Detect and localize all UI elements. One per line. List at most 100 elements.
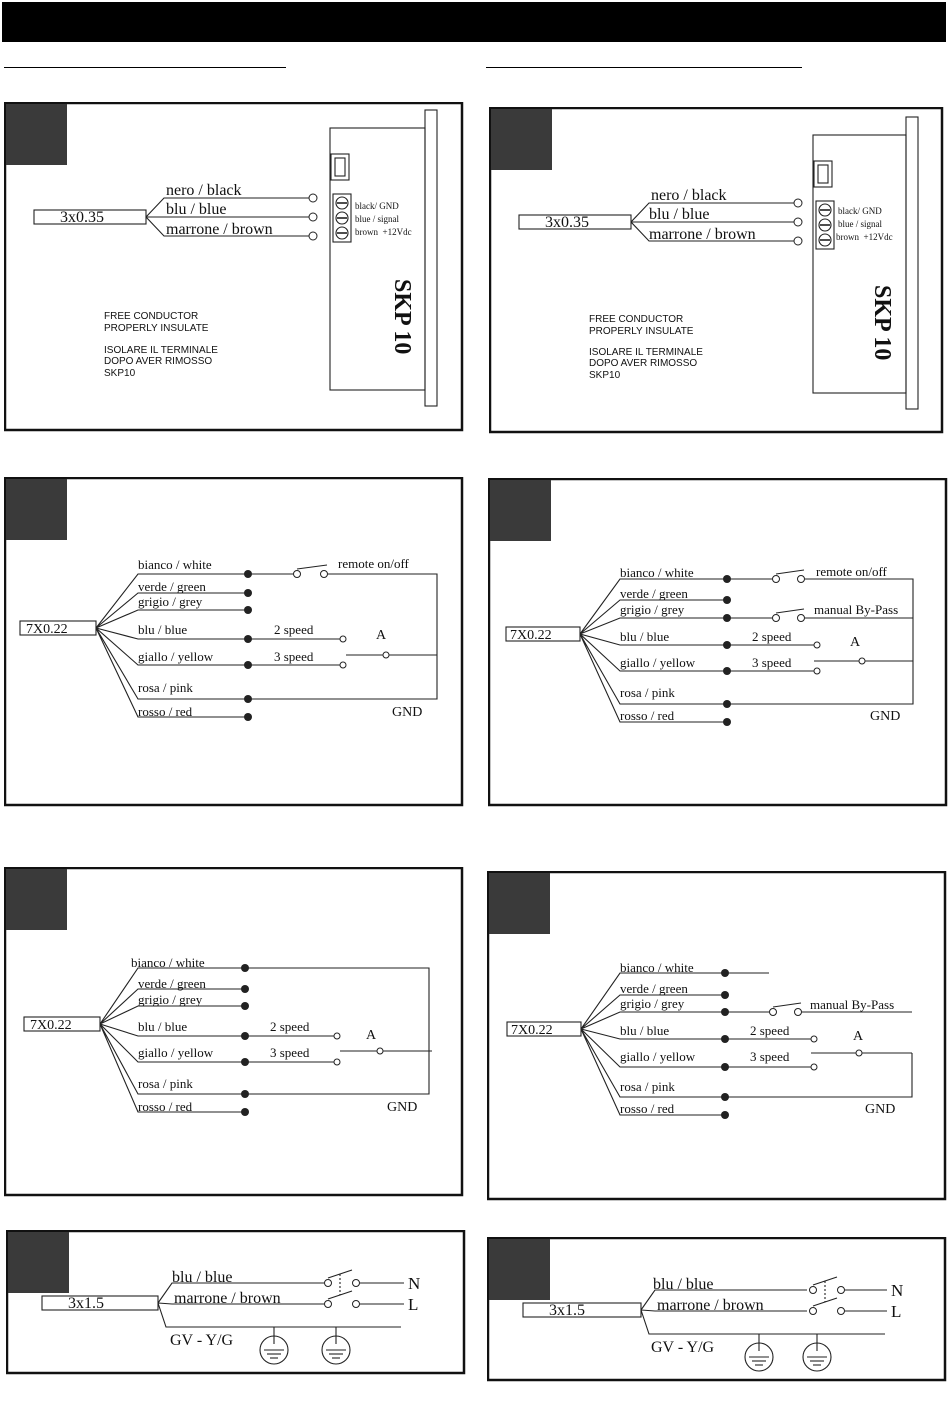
- terminal-circle: [813, 667, 821, 675]
- note-it-line-1: ISOLARE IL TERMINALE: [589, 347, 703, 358]
- double-pole-switch: [809, 1276, 887, 1315]
- seven-wire-remote-panel-right: 7X0.22 bianco / white verde / green grig…: [488, 478, 948, 808]
- wire-grey-label: grigio / grey: [138, 992, 203, 1007]
- a-label: A: [853, 1029, 864, 1044]
- earth-icon: [259, 1335, 289, 1365]
- screw-icon: [818, 203, 832, 217]
- terminal-a: [382, 651, 390, 659]
- terminal-circle: [308, 212, 318, 222]
- wire-dot: [723, 575, 731, 726]
- terminal-a: [855, 1049, 863, 1057]
- terminal-circle: [339, 661, 347, 669]
- neutral-label: N: [891, 1281, 903, 1300]
- note-it-line-3: SKP10: [104, 368, 136, 379]
- wire-white-label: bianco / white: [138, 557, 212, 572]
- cable-label: 3x1.5: [68, 1295, 104, 1312]
- terminal-circle: [793, 217, 803, 227]
- wire-red-label: rosso / red: [620, 1101, 675, 1116]
- panel-tab: [491, 109, 552, 170]
- wire-white-label: bianco / white: [620, 960, 694, 975]
- a-label: A: [366, 1028, 377, 1043]
- wire-blue-label: blu / blue: [620, 1023, 669, 1038]
- seven-wire-bypass-panel-right: 7X0.22 bianco / white verde / green grig…: [487, 871, 947, 1201]
- panel-tab: [490, 480, 551, 541]
- wire-blue-label: blu / blue: [620, 629, 669, 644]
- white-to-gnd-wire: [245, 967, 430, 1095]
- terminal-circle: [333, 1032, 341, 1040]
- cable-label: 7X0.22: [510, 628, 552, 643]
- panel-tab: [6, 479, 67, 540]
- power-panel-right: 3x1.5 blu / blue marrone / brown GV - Y/…: [487, 1237, 947, 1382]
- earth-icon: [321, 1335, 351, 1365]
- speed3-label: 3 speed: [270, 1045, 310, 1060]
- wire-brown-label: marrone / brown: [174, 1290, 281, 1307]
- panel-tab: [6, 104, 67, 165]
- note-it-line-2: DOPO AVER RIMOSSO: [589, 358, 697, 369]
- remote-switch: [727, 569, 914, 705]
- left-heading-rule: [4, 67, 286, 68]
- terminal-block: [815, 200, 835, 250]
- screw-icon: [335, 226, 349, 240]
- speed2-label: 2 speed: [270, 1019, 310, 1034]
- bypass-switch: [727, 608, 913, 622]
- note-it-line-2: DOPO AVER RIMOSSO: [104, 356, 212, 367]
- wire-brown-label: marrone / brown: [649, 226, 756, 243]
- terminal-circle: [793, 198, 803, 208]
- gnd-label: GND: [865, 1102, 895, 1117]
- line-label: L: [891, 1302, 901, 1321]
- wire-yellow-label: giallo / yellow: [620, 1049, 696, 1064]
- terminal-circle: [813, 641, 821, 649]
- speed3-label: 3 speed: [750, 1049, 790, 1064]
- gnd-label: GND: [392, 705, 422, 720]
- wire-black-label: nero / black: [166, 182, 242, 199]
- terminal-circle: [308, 193, 318, 203]
- header-bar: [2, 2, 946, 42]
- wire-earth-label: GV - Y/G: [651, 1339, 715, 1356]
- wire-white-label: bianco / white: [131, 955, 205, 970]
- note-en-line-2: PROPERLY INSULATE: [589, 326, 694, 337]
- screw-icon: [818, 218, 832, 232]
- wire-yellow-label: giallo / yellow: [620, 655, 696, 670]
- a-label: A: [376, 628, 387, 643]
- wire-blue-label: blu / blue: [138, 622, 187, 637]
- device-flange: [424, 109, 438, 407]
- wire-pink-label: rosa / pink: [620, 1079, 675, 1094]
- gnd-label: GND: [387, 1100, 417, 1115]
- earth-icon: [744, 1342, 774, 1372]
- seven-wire-remote-panel-left: 7X0.22 bianco / white verde / green grig…: [4, 477, 464, 807]
- screw-icon: [335, 211, 349, 225]
- terminal-circle: [810, 1063, 818, 1071]
- wire-red-label: rosso / red: [138, 1099, 193, 1114]
- screw-icon: [335, 196, 349, 210]
- seven-wire-panel-left: 7X0.22 bianco / white verde / green grig…: [4, 867, 464, 1197]
- cable-label: 3x0.35: [60, 209, 104, 226]
- skp-panel-right: 3x0.35 nero / black blu / blue marrone /…: [489, 107, 944, 434]
- wire-pink-label: rosa / pink: [620, 685, 675, 700]
- wire-yellow-label: giallo / yellow: [138, 1045, 214, 1060]
- neutral-label: N: [408, 1274, 420, 1293]
- cable-label: 7X0.22: [30, 1018, 72, 1033]
- connector-icon: [813, 160, 833, 188]
- wire-blue-label: blu / blue: [166, 201, 226, 218]
- terminal-circle: [810, 1035, 818, 1043]
- wire-earth-label: GV - Y/G: [170, 1332, 234, 1349]
- bypass-switch: [725, 1002, 912, 1016]
- panel-tab: [8, 1232, 69, 1293]
- wire-green-label: verde / green: [138, 579, 206, 594]
- wire-white-label: bianco / white: [620, 565, 694, 580]
- wire-red-label: rosso / red: [620, 708, 675, 723]
- note-it-line-1: ISOLARE IL TERMINALE: [104, 345, 218, 356]
- note-it-line-3: SKP10: [589, 370, 621, 381]
- terminal-circle: [308, 231, 318, 241]
- device-label: SKP 10: [389, 279, 415, 354]
- power-panel-left: 3x1.5 blu / blue marrone / brown GV - Y/…: [6, 1230, 466, 1375]
- screw-icon: [818, 233, 832, 247]
- wire-grey-label: grigio / grey: [620, 602, 685, 617]
- device-label: SKP 10: [869, 285, 895, 360]
- cable-label: 7X0.22: [511, 1023, 553, 1038]
- wire-green-label: verde / green: [620, 586, 688, 601]
- wire-green-label: verde / green: [620, 981, 688, 996]
- terminal-gnd-label: black/ GND: [355, 201, 399, 211]
- wire-dot: [244, 570, 252, 721]
- a-label: A: [850, 635, 861, 650]
